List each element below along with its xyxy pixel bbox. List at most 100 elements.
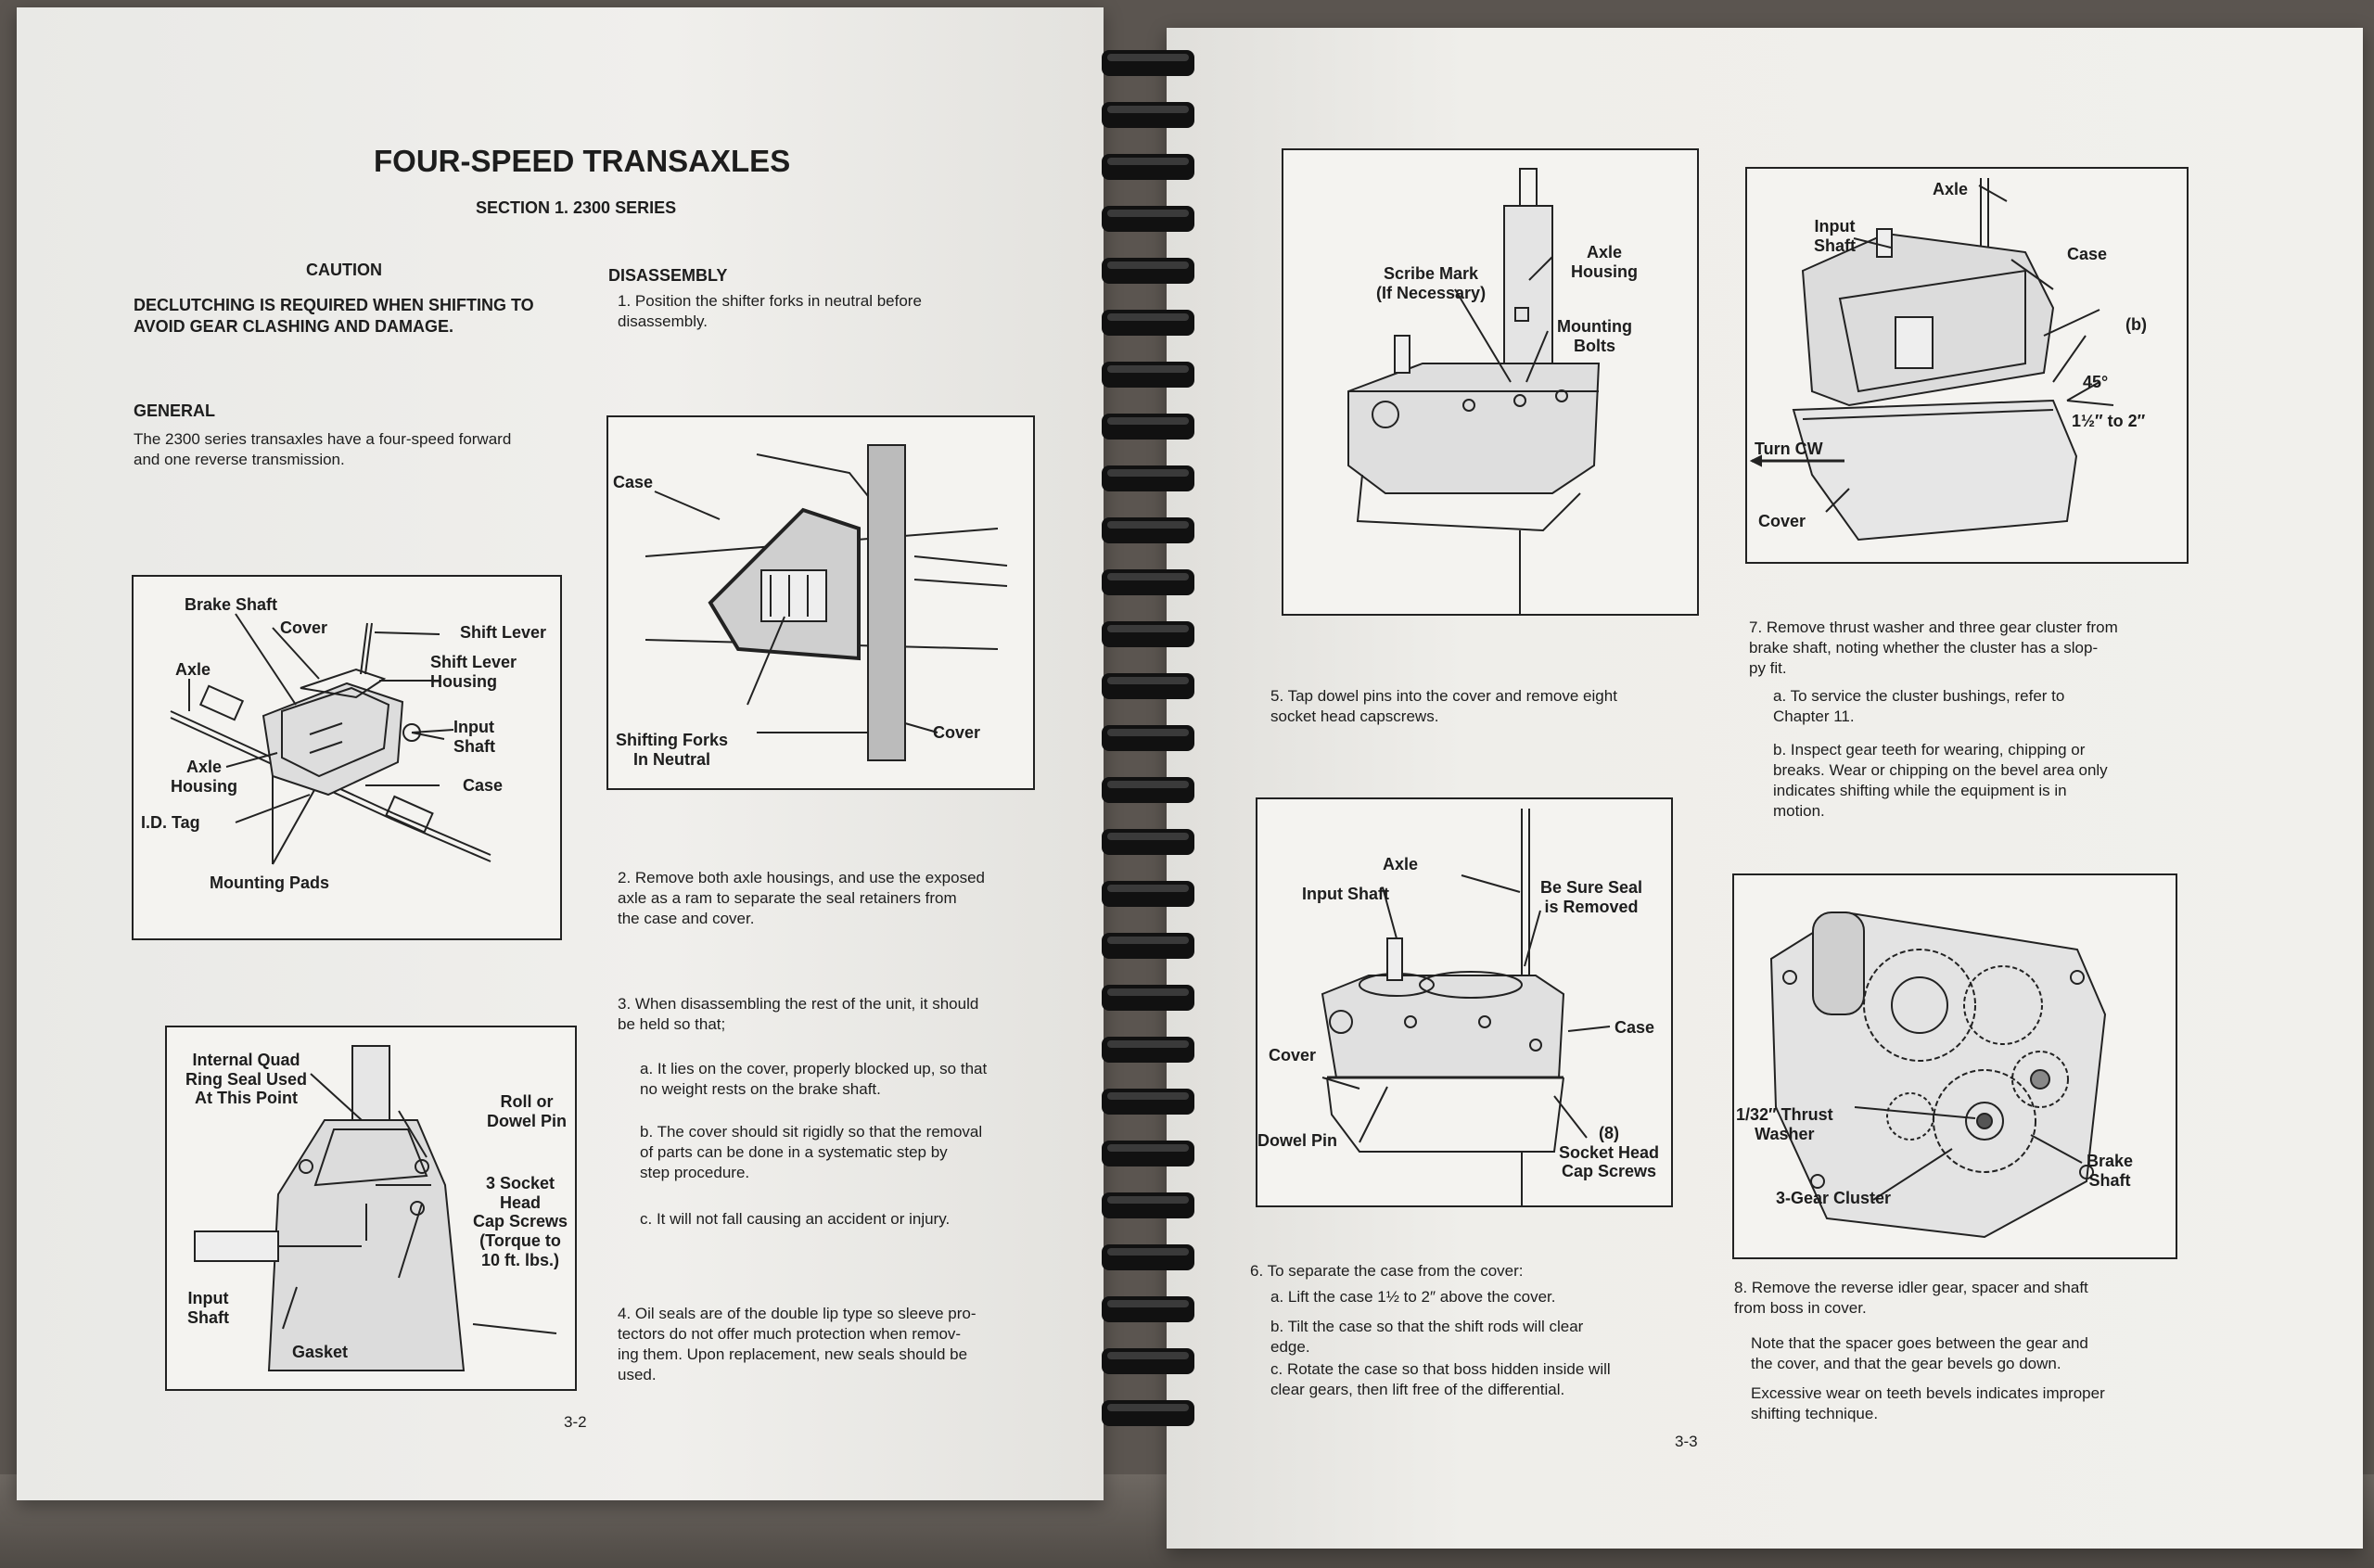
caution-heading: CAUTION [306, 261, 382, 279]
binding-ring [1094, 616, 1202, 653]
step-7: 7. Remove thrust washer and three gear c… [1749, 618, 2118, 678]
binding-ring [1094, 356, 1202, 393]
page-number-right: 3-3 [1675, 1433, 1698, 1450]
spiral-binding [1094, 45, 1202, 1491]
step-6c: c. Rotate the case so that boss hidden i… [1270, 1360, 1611, 1399]
binding-ring [1094, 564, 1202, 601]
label-be-sure-seal: Be Sure Seal is Removed [1540, 878, 1643, 916]
step-7b: b. Inspect gear teeth for wearing, chipp… [1773, 741, 2108, 821]
label-input-shaft: Input Shaft [1302, 885, 1389, 903]
label-input-shaft: Input Shaft [187, 1289, 229, 1327]
binding-ring [1094, 1135, 1202, 1172]
step-2: 2. Remove both axle housings, and use th… [618, 869, 985, 928]
shifting-forks-drawing [645, 444, 1008, 761]
step-3b: b. The cover should sit rigidly so that … [640, 1123, 983, 1182]
binding-ring [1094, 304, 1202, 341]
binding-ring [1094, 823, 1202, 860]
label-axle-housing: Axle Housing [1571, 243, 1638, 281]
case-cover-drawing [1321, 809, 1611, 1205]
label-cover: Cover [933, 723, 981, 742]
step-6b: b. Tilt the case so that the shift rods … [1270, 1318, 1584, 1357]
turn-case-drawing [1749, 178, 2114, 542]
caution-text: DECLUTCHING IS REQUIRED WHEN SHIFTING TO… [134, 296, 534, 337]
label-id-tag: I.D. Tag [141, 813, 200, 832]
binding-ring [1094, 771, 1202, 809]
label-socket-head: 3 Socket Head Cap Screws (Torque to 10 f… [472, 1174, 568, 1269]
label-gear-cluster: 3-Gear Cluster [1776, 1189, 1892, 1207]
label-turn-cw: Turn CW [1755, 440, 1823, 458]
binding-ring [1094, 979, 1202, 1016]
general-text: The 2300 series transaxles have a four-s… [134, 430, 512, 469]
binding-ring [1094, 460, 1202, 497]
binding-ring [1094, 720, 1202, 757]
right-page: Scribe Mark (If Necessary) Axle Housing … [1167, 28, 2363, 1549]
label-mounting-bolts: Mounting Bolts [1557, 317, 1632, 355]
label-scribe-mark: Scribe Mark (If Necessary) [1376, 264, 1487, 302]
label-axle: Axle [1383, 855, 1419, 873]
note-spacer: Note that the spacer goes between the ge… [1751, 1334, 2088, 1373]
label-roll-pin: Roll or Dowel Pin [487, 1092, 568, 1130]
disassembly-heading: DISASSEMBLY [608, 266, 728, 285]
binding-ring [1094, 512, 1202, 549]
label-axle: Axle [175, 660, 211, 679]
left-page: FOUR-SPEED TRANSAXLES SECTION 1. 2300 SE… [17, 7, 1104, 1500]
binding-ring [1094, 927, 1202, 964]
step-6a: a. Lift the case 1½ to 2″ above the cove… [1270, 1288, 1556, 1306]
figure-transaxle-overview: Brake Shaft Cover Shift Lever Shift Leve… [132, 575, 562, 940]
step-6: 6. To separate the case from the cover: [1250, 1262, 1524, 1280]
binding-ring [1094, 668, 1202, 705]
binding-ring [1094, 1343, 1202, 1380]
step-4: 4. Oil seals are of the double lip type … [618, 1305, 976, 1384]
binding-ring [1094, 1395, 1202, 1432]
label-case: Case [463, 776, 504, 795]
binding-ring [1094, 252, 1202, 289]
section-heading: SECTION 1. 2300 SERIES [476, 198, 677, 217]
figure-axle-housing: Scribe Mark (If Necessary) Axle Housing … [1282, 148, 1699, 616]
label-45-deg: 45° [2083, 373, 2109, 391]
label-shift-lever-housing: Shift Lever Housing [430, 653, 517, 691]
general-heading: GENERAL [134, 402, 216, 420]
binding-ring [1094, 148, 1202, 185]
binding-ring [1094, 1239, 1202, 1276]
gear-cluster-drawing [1769, 911, 2107, 1239]
label-thrust-washer: 1/32″ Thrust Washer [1736, 1105, 1833, 1143]
binding-ring [1094, 1291, 1202, 1328]
label-gasket: Gasket [292, 1343, 349, 1361]
note-bevels: Excessive wear on teeth bevels indicates… [1751, 1384, 2105, 1423]
binding-ring [1094, 408, 1202, 445]
binding-ring [1094, 1187, 1202, 1224]
label-quad-ring: Internal Quad Ring Seal Used At This Poi… [185, 1051, 308, 1108]
label-axle: Axle [1933, 180, 1969, 198]
label-b: (b) [2125, 315, 2147, 334]
label-input-shaft: Input Shaft [453, 718, 495, 756]
axle-housing-drawing [1347, 168, 1601, 614]
label-brake-shaft: Brake Shaft [2087, 1152, 2134, 1190]
step-1: 1. Position the shifter forks in neutral… [618, 292, 922, 331]
step-3a: a. It lies on the cover, properly blocke… [640, 1060, 988, 1099]
binding-ring [1094, 1031, 1202, 1068]
label-case: Case [1615, 1018, 1655, 1037]
figure-quad-ring-seal: Internal Quad Ring Seal Used At This Poi… [165, 1026, 577, 1391]
label-shifting-forks: Shifting Forks In Neutral [616, 731, 728, 769]
label-input-shaft: Input Shaft [1814, 217, 1856, 255]
label-cover: Cover [280, 618, 328, 637]
page-number-left: 3-2 [564, 1413, 587, 1431]
step-7a: a. To service the cluster bushings, refe… [1773, 687, 2065, 726]
transaxle-drawing [170, 613, 491, 865]
step-3c: c. It will not fall causing an accident … [640, 1210, 951, 1228]
binding-ring [1094, 45, 1202, 82]
binding-ring [1094, 1083, 1202, 1120]
quad-ring-drawing [194, 1045, 557, 1371]
label-axle-housing: Axle Housing [171, 758, 237, 796]
step-5: 5. Tap dowel pins into the cover and rem… [1270, 687, 1617, 726]
step-8: 8. Remove the reverse idler gear, spacer… [1734, 1279, 2088, 1318]
figure-shifting-forks: Case Shifting Forks In Neutral Cover [606, 415, 1035, 790]
label-brake-shaft: Brake Shaft [185, 595, 278, 614]
label-inches: 1½″ to 2″ [2072, 412, 2146, 430]
binding-ring [1094, 96, 1202, 134]
binding-ring [1094, 200, 1202, 237]
label-dowel-pin: Dowel Pin [1257, 1131, 1338, 1150]
step-3: 3. When disassembling the rest of the un… [618, 995, 979, 1034]
label-cover: Cover [1269, 1046, 1317, 1064]
figure-case-cover: Axle Input Shaft Be Sure Seal is Removed… [1256, 797, 1673, 1207]
